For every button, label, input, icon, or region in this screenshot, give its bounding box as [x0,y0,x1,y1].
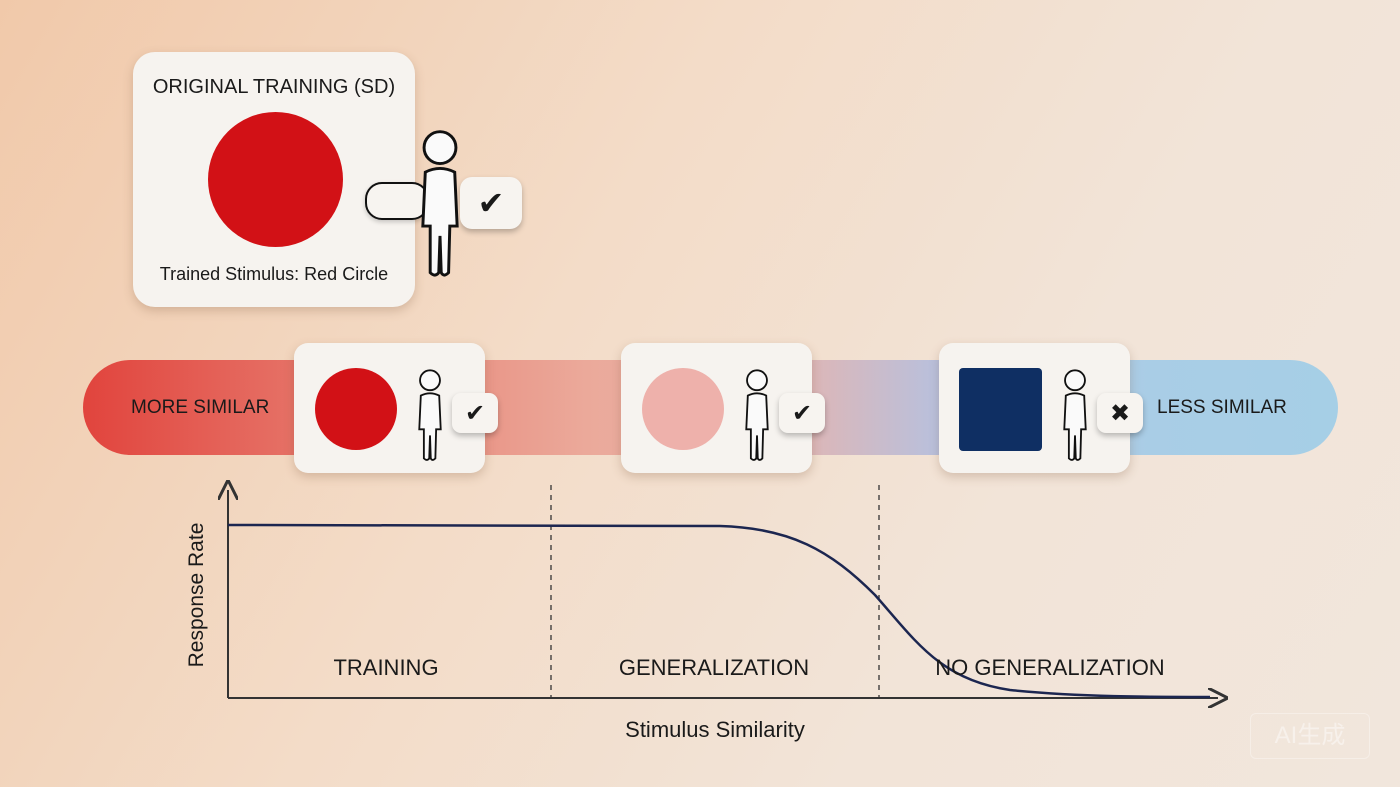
x-mark-icon: ✖ [1109,399,1131,427]
check-badge: ✔ [460,177,522,229]
less-similar-label: LESS SIMILAR [1157,397,1287,418]
zone-training: TRAINING [333,655,439,680]
circle-stimulus [315,368,397,450]
card-title: ORIGINAL TRAINING (SD) [152,76,396,98]
more-similar-label: MORE SIMILAR [131,397,270,418]
square-stimulus [959,368,1042,451]
check-badge: ✔ [779,393,825,433]
x-axis-label: Stimulus Similarity [625,717,805,742]
zone-no-generalization: NO GENERALIZATION [935,655,1165,680]
checkmark-icon: ✔ [791,399,813,427]
card-caption: Trained Stimulus: Red Circle [159,264,389,284]
y-axis-label: Response Rate [185,522,208,668]
response-curve [227,523,1211,699]
original-training-card: ORIGINAL TRAINING (SD) Trained Stimulus:… [133,52,415,307]
check-badge: ✔ [452,393,498,433]
checkmark-icon: ✔ [477,185,505,221]
watermark: AI生成 [1250,713,1370,759]
checkmark-icon: ✔ [464,399,486,427]
zone-generalization: GENERALIZATION [618,655,810,680]
red-circle-stimulus [208,112,343,247]
cross-badge: ✖ [1097,393,1143,433]
circle-stimulus [642,368,724,450]
